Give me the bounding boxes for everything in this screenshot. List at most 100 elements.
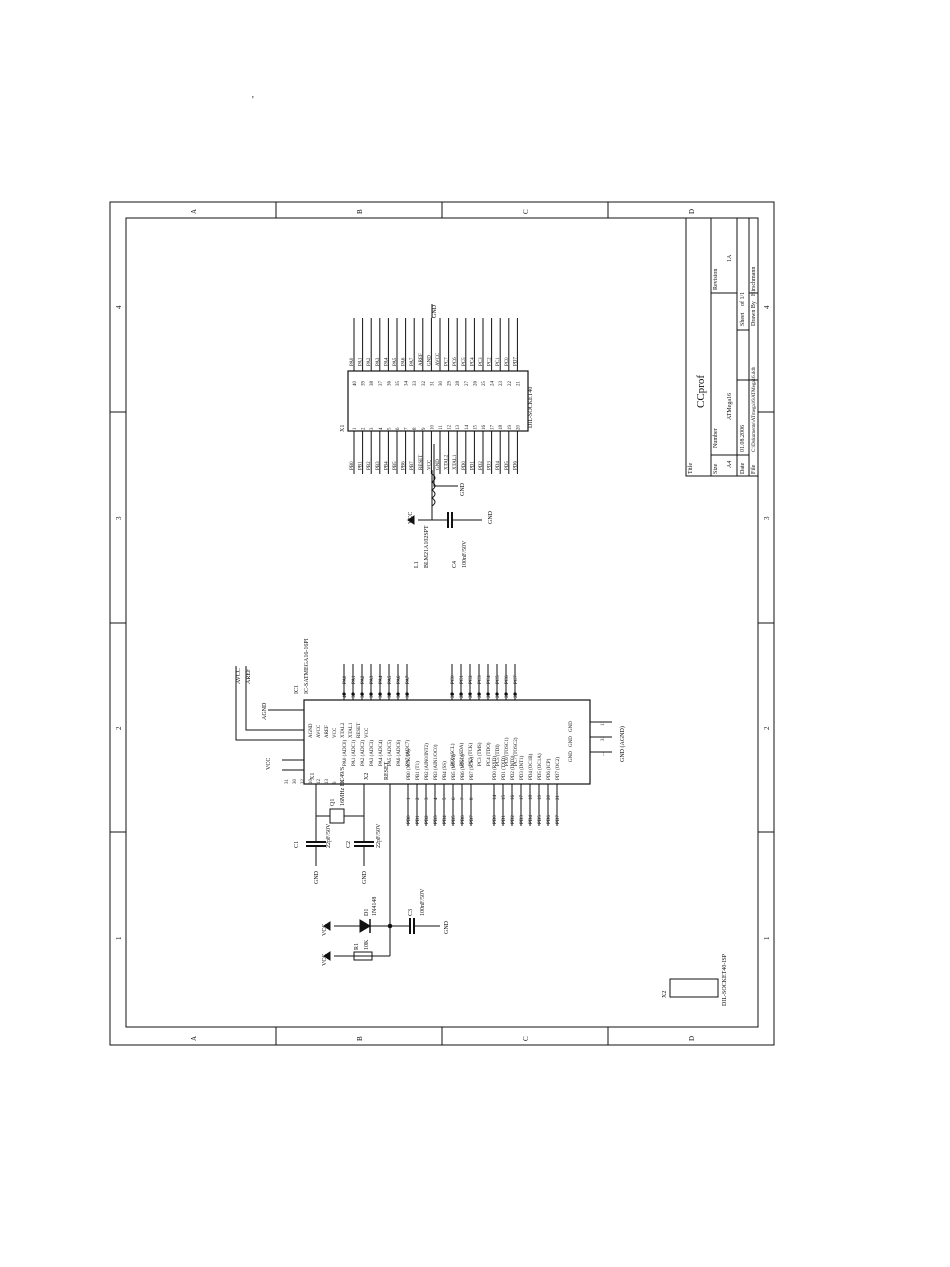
port-b-net-label: PB0 <box>407 815 412 824</box>
port-c-pin-dot <box>513 692 517 696</box>
x1-net-right: PA2 <box>367 357 372 366</box>
x1-net-left: PD3 <box>488 461 493 470</box>
port-d-pin-label: PD0 (RXD) <box>493 756 498 780</box>
x1-net-right: PC2 <box>488 357 493 366</box>
number-value: ATMega16 <box>727 393 733 420</box>
port-d-net-label: PD1 <box>502 815 507 824</box>
port-a-net-label: PA1 <box>352 675 357 684</box>
x1-net-right: PA3 <box>376 357 381 366</box>
x1-net-right: PC1 <box>496 357 501 366</box>
l1-vcc: VCC <box>408 512 414 524</box>
port-c-net-label: PC7 <box>514 675 519 684</box>
x1-net-right: PA4 <box>384 357 389 366</box>
port-c-pin-dot <box>477 692 481 696</box>
x1-pin-number-left: 10 <box>430 425 435 431</box>
port-d-pin-number: 21 <box>556 795 561 801</box>
zone-letter-bottom-B: B <box>356 1036 364 1041</box>
c1-ref: C1 <box>294 841 300 848</box>
port-c-pin-dot <box>495 692 499 696</box>
d1-ref: D1 <box>364 909 370 916</box>
port-b-pin-number: 1 <box>407 797 412 800</box>
x1-pin-number-left: 15 <box>473 425 478 431</box>
revision-value: 1A <box>727 254 733 262</box>
title-block <box>685 217 759 477</box>
port-d-pin-number: 20 <box>547 795 552 801</box>
x1-net-right: PC3 <box>479 357 484 366</box>
x1-net-right: GND <box>427 355 432 366</box>
x1-pin-number-right: 40 <box>353 381 358 387</box>
ic-left-pin-label: VCC <box>365 727 370 738</box>
x1-pin-number-left: 16 <box>482 425 487 431</box>
zone-number-left-1: 1 <box>115 936 123 940</box>
x1-net-left: VCC <box>427 459 432 470</box>
l1-ref: L1 <box>414 561 420 568</box>
port-d-pin-number: 17 <box>520 795 525 801</box>
crystal-text: Q1 16MHz HC49/S X1 X2 C1 22pF/50V C2 22p… <box>294 761 390 884</box>
x1-pin-number-right: 22 <box>508 381 513 387</box>
port-a-pin-number: 39 <box>352 693 357 699</box>
revision-label: Revision <box>713 269 719 290</box>
ic-left-pin-label: AREF <box>325 725 330 738</box>
ic-left-pin-number: 31 <box>285 779 290 785</box>
r1-vcc: VCC <box>322 954 328 966</box>
x1-pin-number-right: 21 <box>516 381 521 387</box>
x1-pin-number-left: 12 <box>448 425 453 431</box>
x1-pin-number-left: 13 <box>456 425 461 431</box>
port-c-net-label: PC0 <box>451 675 456 684</box>
port-a-net-label: PA0 <box>343 675 348 684</box>
title-block-text: Title CCprof Size A4 Number ATMega16 Rev… <box>688 254 757 474</box>
ic-gnd-pin-label: GND <box>569 736 574 747</box>
port-c-pin-dot <box>450 692 454 696</box>
port-c-pin-number: 25 <box>478 693 483 699</box>
x1-net-left: PB0 <box>350 461 355 470</box>
x1-ref: X1 <box>340 425 346 432</box>
port-c-pin-dot <box>486 692 490 696</box>
port-d-pin-number: 18 <box>529 795 534 801</box>
port-d-net-label: PD3 <box>520 815 525 824</box>
x1-pin-number-right: 36 <box>387 381 392 387</box>
port-c-pin-label: PC0 (SCL) <box>451 743 456 766</box>
port-d-pin-number: 14 <box>493 795 498 801</box>
port-a-pin-number: 37 <box>370 693 375 699</box>
port-d-pin-number: 19 <box>538 795 543 801</box>
port-b-pin-number: 2 <box>416 797 421 800</box>
x1-pin-number-right: 29 <box>448 381 453 387</box>
x1-net-left: PD6 <box>513 461 518 470</box>
port-a-net-label: PA2 <box>361 675 366 684</box>
port-a-pin-number: 34 <box>397 693 402 699</box>
port-a-pin-label: PA7 (ADC7) <box>406 740 411 766</box>
reset-net: RESET <box>384 761 390 780</box>
x1-net-right: PC4 <box>470 357 475 366</box>
port-c-pin-number: 24 <box>469 693 474 699</box>
stray-mark: ' <box>252 95 254 106</box>
c4-gnd: GND <box>488 510 494 524</box>
zone-letter-top-D: D <box>688 209 696 214</box>
xtal2-label: X2 <box>364 773 370 780</box>
port-b-pin-label: PB2 (AIN0/INT2) <box>425 743 430 780</box>
port-c-net-label: PC2 <box>469 675 474 684</box>
date-value: 01.08.2006 <box>740 425 746 452</box>
r1-ref: R1 <box>354 943 360 950</box>
zone-letter-top-B: B <box>356 209 364 214</box>
x1-pin-number-right: 26 <box>473 381 478 387</box>
port-c-pin-number: 23 <box>460 693 465 699</box>
port-c-pin-label: PC1 (SDA) <box>460 742 465 766</box>
c4-ref: C4 <box>452 561 458 568</box>
ic-gnd-pin-label: GND <box>569 721 574 732</box>
port-b-pin-number: 7 <box>461 797 466 800</box>
x1-pin-number-right: 30 <box>439 381 444 387</box>
port-b-pin-label: PB1 (T1) <box>416 761 421 780</box>
port-a-pin-dot <box>387 692 391 696</box>
x2-value: DIL-SOCKET40-ISP <box>722 953 728 1006</box>
port-d-net-label: PD6 <box>547 815 552 824</box>
port-a-pin-number: 36 <box>379 693 384 699</box>
d1-value: 1N4148 <box>372 897 378 916</box>
port-b-net-label: PB3 <box>434 815 439 824</box>
x1-pin-number-left: 7 <box>405 427 410 430</box>
port-c-pin-label: PC2 (TCK) <box>469 742 474 766</box>
aref-net: AREF <box>246 668 252 684</box>
size-label: Size <box>713 463 719 474</box>
